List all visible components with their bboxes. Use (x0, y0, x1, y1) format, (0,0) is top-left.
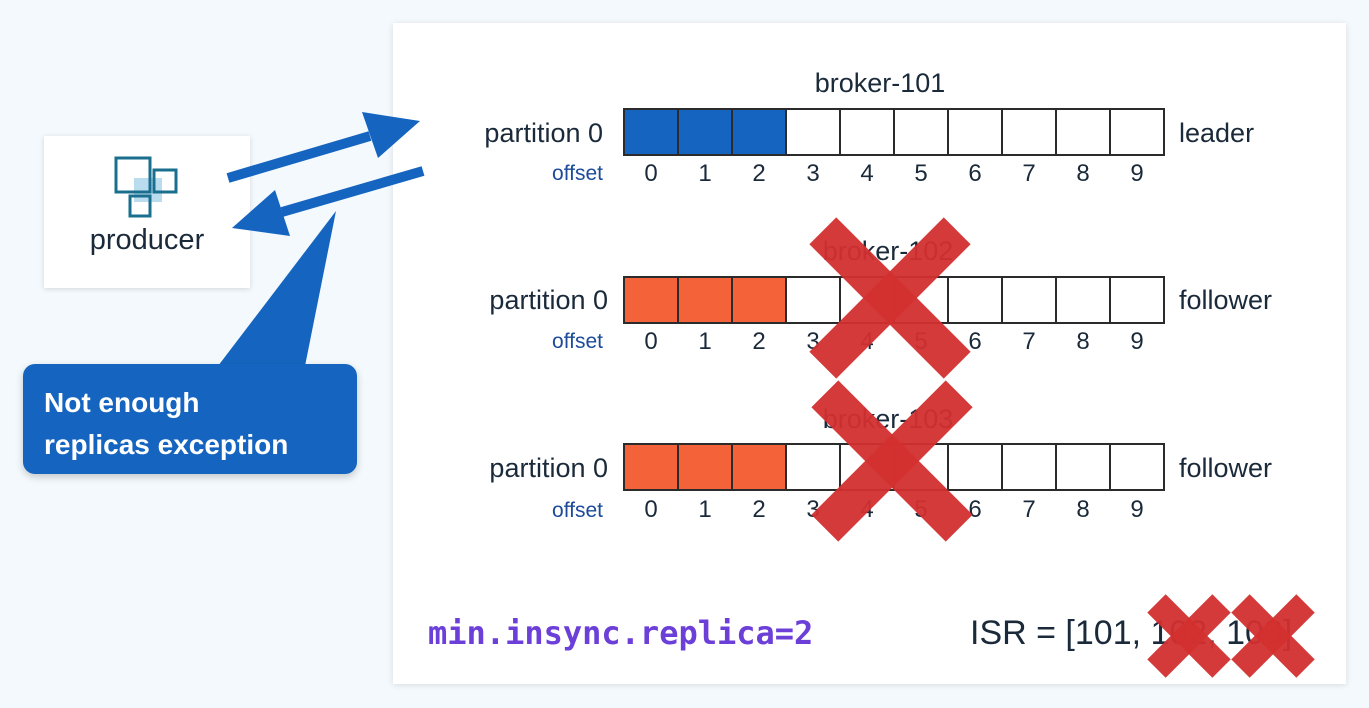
offset-numbers: 0 1 2 3 4 5 6 7 8 9 (624, 160, 1164, 188)
producer-box: producer (44, 136, 250, 288)
isr-list: ISR = [101, 102, 103] (970, 614, 1293, 652)
log-cell (679, 445, 733, 489)
offset-number: 7 (1022, 328, 1036, 355)
log-cell (1057, 445, 1111, 489)
log-cell (1003, 445, 1057, 489)
offset-number: 5 (914, 496, 928, 523)
partition-log (623, 443, 1165, 491)
log-cell (733, 445, 787, 489)
offset-number: 4 (860, 160, 874, 187)
offset-number: 6 (968, 496, 982, 523)
log-cell (949, 278, 1003, 322)
partition-log (623, 276, 1165, 324)
offset-number: 4 (860, 328, 874, 355)
log-cell (1003, 110, 1057, 154)
log-cell (1057, 110, 1111, 154)
log-cell (733, 278, 787, 322)
send-arrow (226, 112, 420, 183)
exception-callout: Not enough replicas exception (23, 364, 357, 474)
log-cell (733, 110, 787, 154)
log-cell (949, 445, 1003, 489)
offset-number: 2 (752, 160, 766, 187)
log-cell (625, 278, 679, 322)
min-insync-config: min.insync.replica=2 (428, 614, 814, 652)
offset-number: 1 (698, 160, 712, 187)
log-cell (787, 110, 841, 154)
log-cell (787, 278, 841, 322)
log-cell (1111, 278, 1163, 322)
broker-title: broker-103 (822, 404, 954, 434)
squares-icon (114, 156, 178, 218)
offset-number: 9 (1130, 328, 1144, 355)
offset-number: 1 (698, 496, 712, 523)
offset-label: offset (552, 499, 603, 522)
offset-number: 9 (1130, 160, 1144, 187)
offset-number: 8 (1076, 328, 1090, 355)
partition-label: partition 0 (489, 285, 608, 315)
offset-number: 3 (806, 496, 820, 523)
log-cell (841, 278, 895, 322)
offset-number: 0 (644, 160, 658, 187)
callout-line-2: replicas exception (44, 429, 289, 460)
log-cell (1111, 110, 1163, 154)
partition-label: partition 0 (489, 453, 608, 483)
offset-numbers: 0 1 2 3 4 5 6 7 8 9 (624, 496, 1164, 524)
offset-numbers: 0 1 2 3 4 5 6 7 8 9 (624, 328, 1164, 356)
broker-title: broker-102 (822, 236, 954, 266)
offset-number: 6 (968, 160, 982, 187)
log-cell (679, 278, 733, 322)
offset-label: offset (552, 330, 603, 353)
log-cell (1057, 278, 1111, 322)
offset-number: 1 (698, 328, 712, 355)
offset-number: 5 (914, 328, 928, 355)
role-label: follower (1179, 285, 1273, 315)
log-cell (787, 445, 841, 489)
log-cell (625, 110, 679, 154)
offset-number: 3 (806, 328, 820, 355)
offset-number: 3 (806, 160, 820, 187)
offset-number: 4 (860, 496, 874, 523)
log-cell (895, 278, 949, 322)
log-cell (841, 445, 895, 489)
offset-label: offset (552, 162, 603, 185)
log-cell (1111, 445, 1163, 489)
log-cell (949, 110, 1003, 154)
partition-label: partition 0 (484, 118, 603, 148)
response-arrow (232, 166, 425, 236)
role-label: leader (1179, 118, 1255, 148)
log-cell (1003, 278, 1057, 322)
log-cell (895, 110, 949, 154)
offset-number: 5 (914, 160, 928, 187)
offset-number: 6 (968, 328, 982, 355)
producer-label: producer (89, 224, 205, 256)
offset-number: 7 (1022, 160, 1036, 187)
offset-number: 0 (644, 328, 658, 355)
offset-number: 8 (1076, 496, 1090, 523)
offset-number: 7 (1022, 496, 1036, 523)
offset-number: 9 (1130, 496, 1144, 523)
offset-number: 8 (1076, 160, 1090, 187)
log-cell (895, 445, 949, 489)
offset-number: 2 (752, 328, 766, 355)
log-cell (625, 445, 679, 489)
offset-number: 0 (644, 496, 658, 523)
partition-log (623, 108, 1165, 156)
callout-pointer (218, 211, 336, 366)
callout-line-1: Not enough (44, 387, 200, 418)
log-cell (679, 110, 733, 154)
offset-number: 2 (752, 496, 766, 523)
role-label: follower (1179, 453, 1273, 483)
broker-title: broker-101 (814, 68, 946, 98)
log-cell (841, 110, 895, 154)
